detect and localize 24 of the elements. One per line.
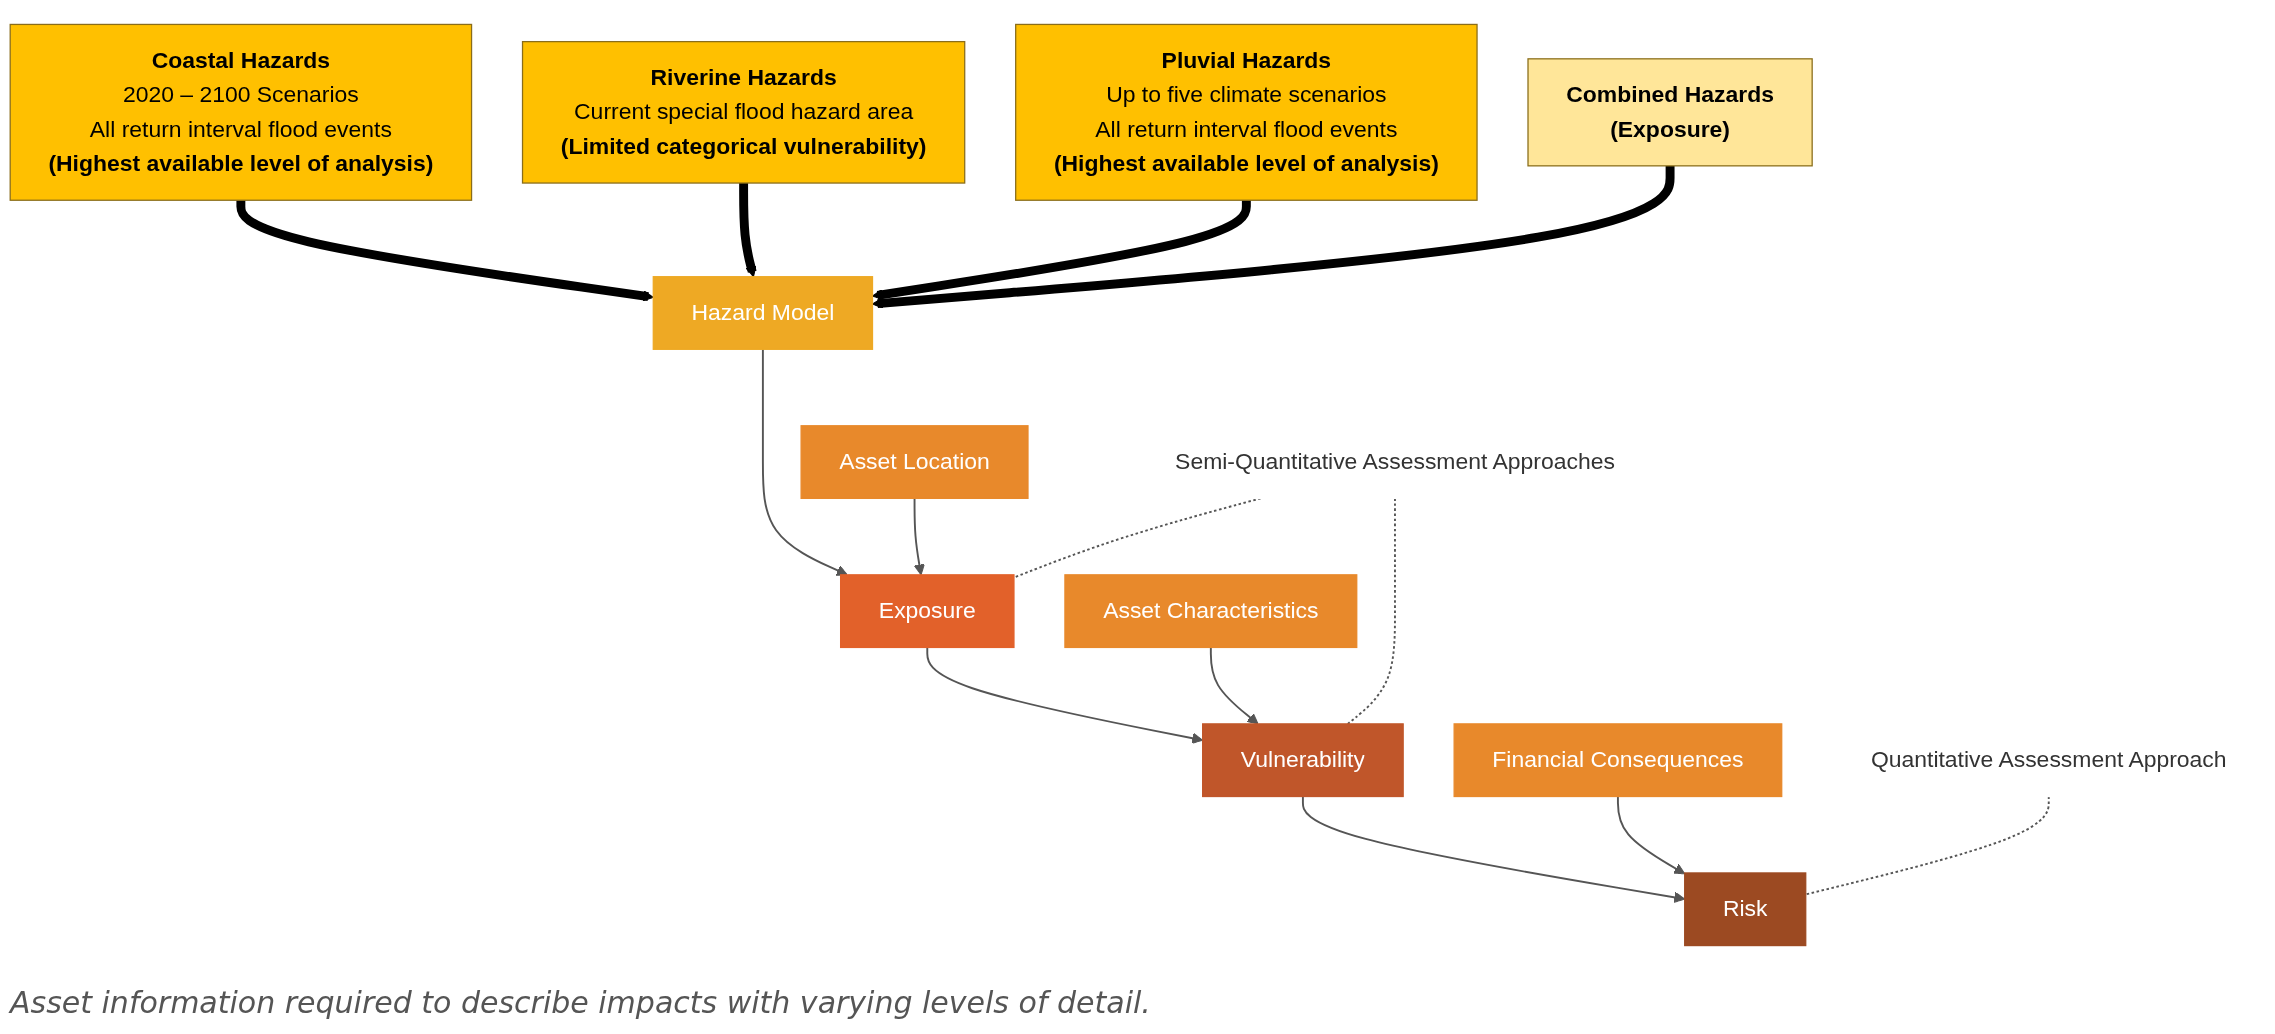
node-box: Riverine Hazards Current special flood hazard area (Limited categorical vulnerability) (521, 41, 966, 184)
node-box: Asset Characteristics (1064, 574, 1358, 649)
node-box: Vulnerability (1202, 723, 1404, 798)
node-box: Exposure (840, 574, 1015, 649)
arrow (739, 183, 757, 278)
arrow (872, 200, 1251, 301)
arrow (1616, 795, 1686, 875)
arrow (913, 497, 925, 576)
node-text: Semi-Quantitative Assessment Approaches (1175, 448, 1615, 475)
node-box: Coastal Hazards 2020 – 2100 Scenarios All return interval flood events (Highest available level of analysis) (9, 23, 473, 201)
arrow (1209, 646, 1259, 725)
arrow (1301, 795, 1686, 903)
arrow (236, 200, 654, 302)
node-box: Pluvial Hazards Up to five climate scenarios All return interval flood events (Highest available level of analysis) (1015, 23, 1478, 201)
node-box: Financial Consequences (1453, 723, 1783, 798)
connector (1346, 497, 1396, 725)
arrow (761, 348, 848, 576)
node-text: Quantitative Assessment Approach (1870, 746, 2227, 773)
node-box: Asset Location (800, 425, 1029, 499)
node-box: Hazard Model (652, 276, 874, 350)
arrow (872, 165, 1675, 309)
caption: Asset information required to describe impacts with varying levels of detail. (10, 985, 1151, 1020)
node-box: Combined Hazards (Exposure) (1527, 58, 1813, 167)
node-box: Risk (1684, 872, 1807, 947)
